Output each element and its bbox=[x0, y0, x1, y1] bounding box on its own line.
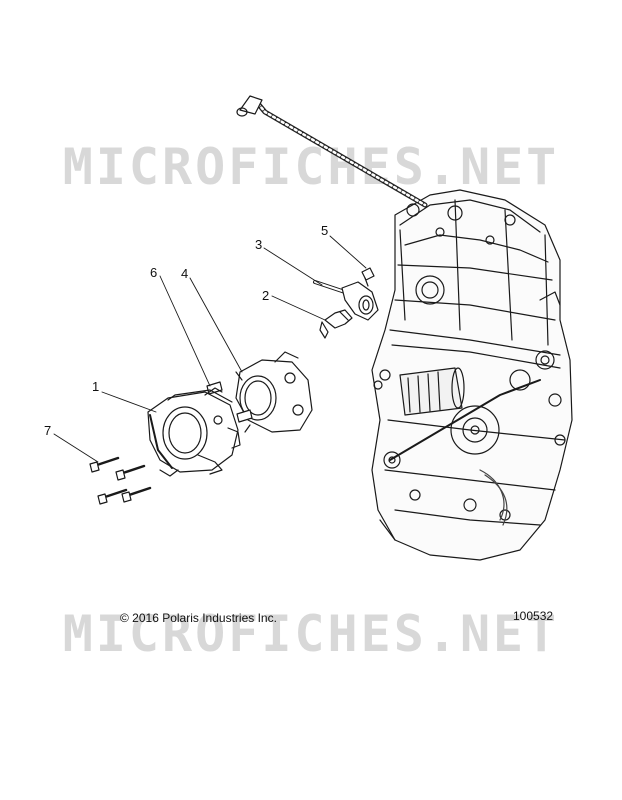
callout-4: 4 bbox=[181, 266, 189, 281]
callout-1: 1 bbox=[92, 379, 100, 394]
leader-1 bbox=[101, 391, 157, 413]
callout-6: 6 bbox=[150, 265, 158, 280]
sensor-wire bbox=[389, 379, 541, 461]
leader-4 bbox=[189, 277, 243, 373]
callout-2: 2 bbox=[262, 288, 270, 303]
leader-6 bbox=[159, 275, 211, 387]
callout-3: 3 bbox=[255, 237, 263, 252]
leader-7 bbox=[53, 433, 99, 463]
leader-3 bbox=[263, 247, 323, 286]
leader-5 bbox=[329, 235, 367, 269]
copyright-notice: © 2016 Polaris Industries Inc. bbox=[120, 611, 277, 625]
callout-5: 5 bbox=[321, 223, 329, 238]
throttle-cable bbox=[236, 95, 428, 208]
part-4-adapter bbox=[235, 351, 313, 433]
figure-number: 100532 bbox=[513, 609, 554, 623]
part-7-bolts bbox=[89, 456, 152, 505]
watermark-top: MICROFICHES.NET bbox=[62, 138, 560, 196]
leader-lines bbox=[53, 235, 367, 463]
leader-2 bbox=[271, 295, 326, 321]
engine-block bbox=[371, 189, 573, 561]
part-2-injector bbox=[319, 309, 353, 339]
callout-7: 7 bbox=[44, 423, 52, 438]
watermark-bottom: MICROFICHES.NET bbox=[62, 605, 560, 663]
part-5-screw bbox=[361, 267, 375, 287]
part-1-throttle-body bbox=[147, 387, 241, 477]
